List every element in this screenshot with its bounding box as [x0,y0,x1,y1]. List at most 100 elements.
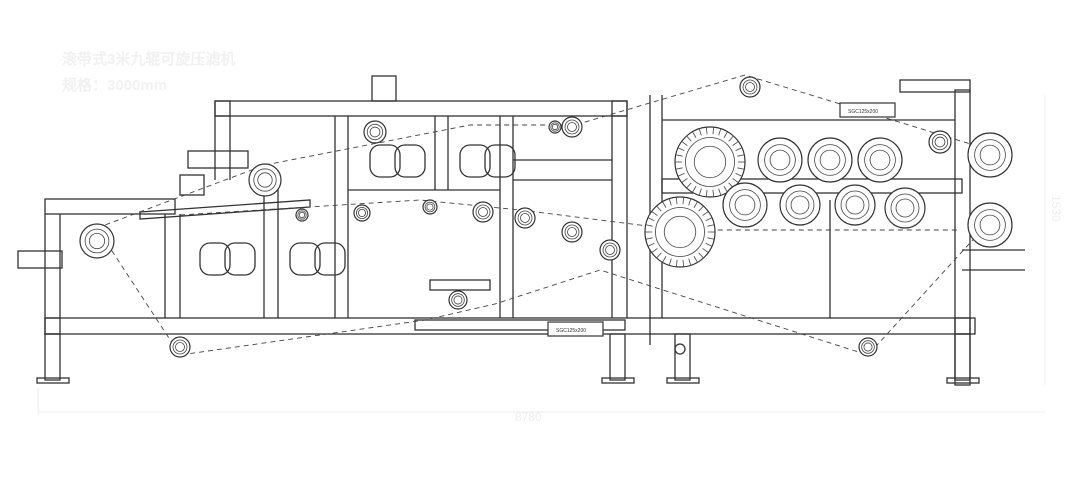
drum-rib [647,217,655,221]
roller-hub [974,139,1006,171]
roller-hub [655,207,705,257]
drum-rib [656,252,662,259]
drum-rib [732,141,739,146]
drum-rib [677,173,685,177]
roller-hub [693,145,727,179]
drum-rib [723,186,728,193]
roller-hub [785,190,815,220]
roller-hub [298,211,306,219]
drum-rib [677,147,685,151]
roller-hub [602,242,618,258]
roller-hub [567,122,577,132]
drum-rib [693,201,698,208]
roller-hub [931,133,949,151]
overall-height-dimension: 1530 [1049,195,1063,222]
drum-rib [735,147,743,151]
drawing-title: 滚带式3米九辊可旋压滤机 [62,50,235,68]
top-cylinder-label: SGC125x200 [848,109,878,115]
drum-rib [651,248,658,253]
drum-rib [686,135,692,142]
drum-rib [732,178,739,183]
roller-hub [895,198,915,218]
drum-rib [682,259,685,267]
roller-hub [369,126,381,138]
roller-hub [790,195,810,215]
drum-rib [707,237,715,240]
roller-hub [840,190,870,220]
roller-hub [890,193,920,223]
drum-rib [698,252,704,259]
drum-rib [662,201,667,208]
roller-hub [253,168,277,192]
bottom-cylinder: SGC125x200 [547,321,604,337]
roller-hub [869,149,891,171]
roller-hub [864,144,896,176]
drum-rib [712,127,715,135]
roller-hub [663,215,697,249]
roller-hub [366,123,384,141]
roller-hub [475,204,491,220]
drum-rib [675,154,683,157]
drum-rib [692,186,697,193]
drum-rib [675,197,678,205]
drum-rib [723,131,728,138]
roller-hub [814,144,846,176]
drum-rib [705,217,713,221]
drum-rib [737,167,745,170]
drawing-spec: 规格：3000mm [62,76,167,94]
drum-rib [718,128,722,136]
roller-hub [88,232,106,250]
roller-hub [172,339,188,355]
drum-rib [647,243,655,247]
roller-hub [685,137,735,187]
drum-rib [712,189,715,197]
drum-rib [688,198,692,206]
roller-hub [517,210,533,226]
drum-rib [656,205,662,212]
drum-rib [668,198,672,206]
drum-rib [668,258,672,266]
roller-hub [861,340,875,354]
roller-hub [605,245,615,255]
drum-rib [686,182,692,189]
drum-rib [698,128,702,136]
roller-hub [742,79,758,95]
drum-rib [651,211,658,216]
roller-hub [424,201,436,213]
roller-hub [520,213,530,223]
roller-hub [451,293,465,307]
roller-hub [819,149,841,171]
drum-rib [735,173,743,177]
roller-hub [564,224,580,240]
roller-hub [84,228,110,254]
drum-rib [705,127,708,135]
roller-hub [979,144,1001,166]
roller-hub [764,144,796,176]
drum-rib [693,256,698,263]
roller-hub [426,203,434,211]
roller-hub [357,208,366,217]
roller-hub [934,136,946,148]
drum-rib [718,188,722,196]
drum-rib [681,141,688,146]
drum-rib [705,189,708,197]
drum-rib [645,224,653,227]
drum-rib [728,135,734,142]
roller-hub [550,122,560,132]
roller-hub [734,194,756,216]
roller-hub [478,207,488,217]
drum-rib [675,259,678,267]
roller-hub [564,119,580,135]
roller-hub [845,195,865,215]
drum-rib [662,256,667,263]
drum-rib [702,211,709,216]
rollers [79,76,1013,358]
roller-hub [769,149,791,171]
drum-rib [688,258,692,266]
roller-hub [974,209,1006,241]
drum-rib [681,178,688,183]
drum-rib [692,131,697,138]
drum-rib [698,188,702,196]
drum-rib [705,243,713,247]
